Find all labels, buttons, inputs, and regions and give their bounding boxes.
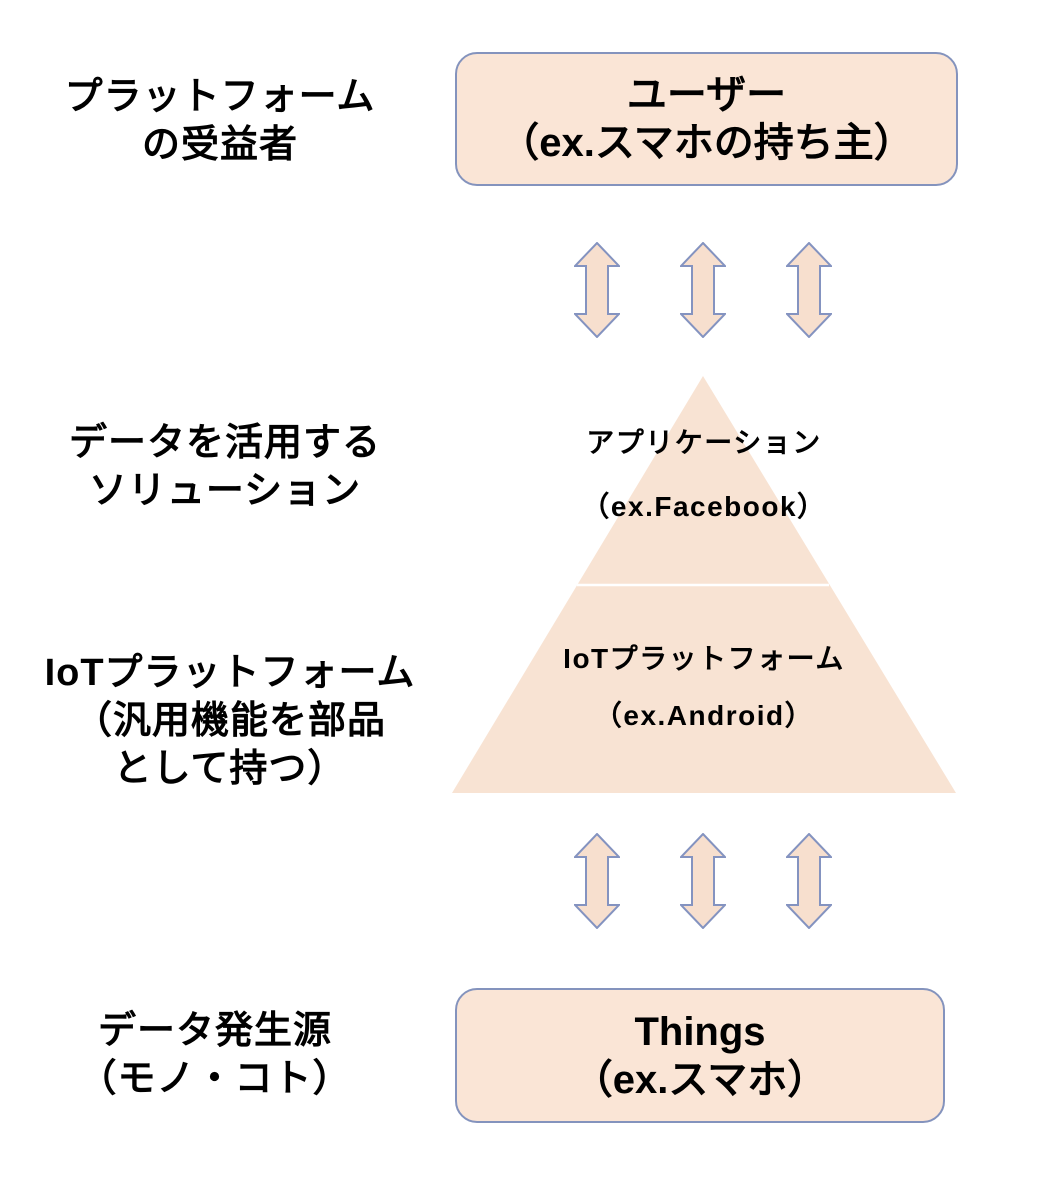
- things-box-subtitle: （ex.スマホ）: [572, 1057, 828, 1102]
- pyramid-upper-subtitle: （ex.Facebook）: [581, 491, 827, 522]
- things-box-title: Things: [634, 1009, 766, 1054]
- user-box-title: ユーザー: [626, 73, 787, 117]
- things-box: Things （ex.スマホ）: [455, 988, 945, 1123]
- user-box-subtitle: （ex.スマホの持ち主）: [499, 121, 914, 165]
- left-label-data-solution: データを活用する ソリューション: [68, 422, 381, 512]
- up-down-arrow-icon: [680, 242, 726, 338]
- pyramid-lower-title: IoTプラットフォーム: [563, 643, 845, 674]
- up-down-arrow-icon: [680, 833, 726, 929]
- left-label-platform-beneficiary: プラットフォーム の受益者: [64, 76, 376, 166]
- up-down-arrow-icon: [786, 833, 832, 929]
- left-label-iot-platform: IoTプラットフォーム （汎用機能を部品 として持つ）: [44, 652, 416, 790]
- pyramid-shape: [452, 376, 956, 793]
- up-down-arrow-icon: [574, 833, 620, 929]
- up-down-arrow-icon: [574, 242, 620, 338]
- pyramid-lower-subtitle: （ex.Android）: [593, 700, 815, 731]
- pyramid-upper-title: アプリケーション: [586, 427, 822, 458]
- up-down-arrow-icon: [786, 242, 832, 338]
- user-box: ユーザー （ex.スマホの持ち主）: [455, 52, 958, 186]
- left-label-data-source: データ発生源 （モノ・コト）: [78, 1010, 352, 1100]
